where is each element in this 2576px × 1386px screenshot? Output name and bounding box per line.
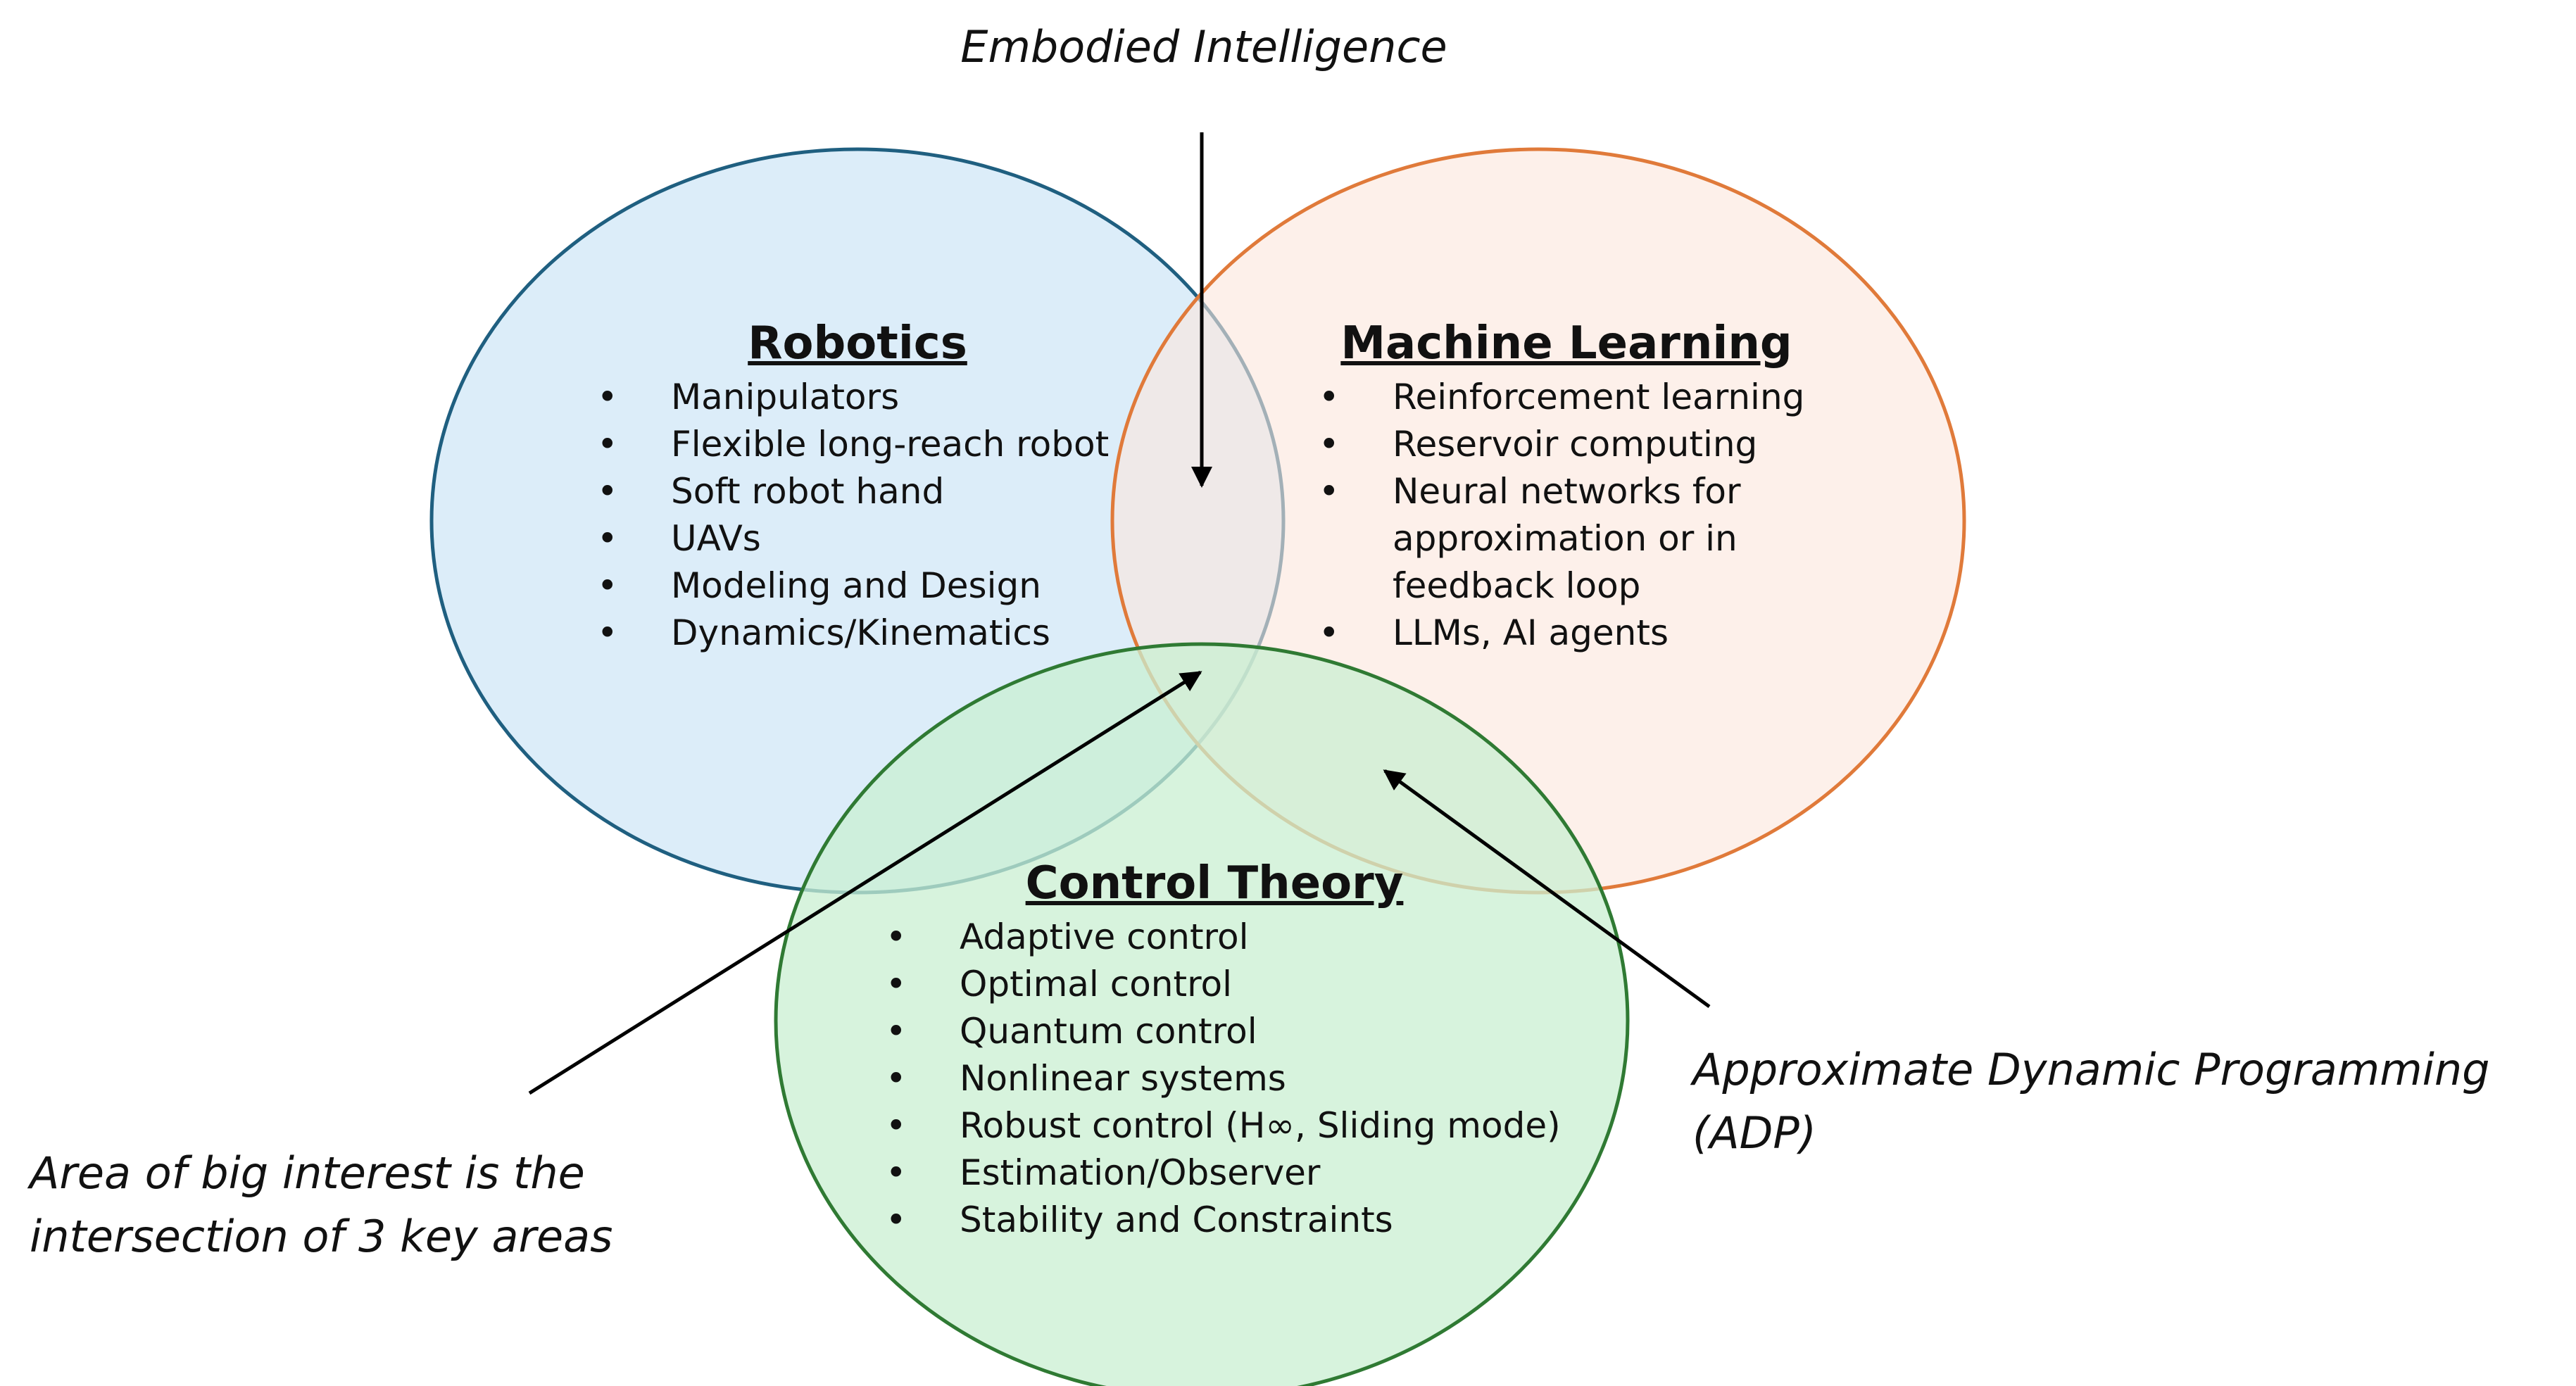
intersection-note: Area of big interest is the intersection… [30, 1147, 613, 1262]
machine-learning-item: Reinforcement learning [1319, 374, 1826, 421]
adp-arrow [1383, 769, 1711, 1009]
robotics-item: Modeling and Design [597, 562, 1160, 610]
robotics-item: Flexible long-reach robot [597, 421, 1160, 468]
machine-learning-item: Reservoir computing [1319, 421, 1826, 468]
machine-learning-item: LLMs, AI agents [1319, 610, 1826, 657]
control-theory-item: Optimal control [886, 961, 1590, 1008]
control-theory-item: Robust control (H∞, Sliding mode) [886, 1102, 1590, 1149]
control-theory-title: Control Theory [1025, 857, 1404, 909]
embodied-intelligence-label: Embodied Intelligence [960, 21, 1447, 73]
machine-learning-item: Neural networks for approximation or in … [1319, 468, 1826, 610]
control-theory-item: Stability and Constraints [886, 1197, 1590, 1244]
robotics-item: UAVs [597, 515, 1160, 562]
control-theory-item: Adaptive control [886, 914, 1590, 961]
control-theory-item: Quantum control [886, 1008, 1590, 1055]
control-theory-item-list: Adaptive controlOptimal controlQuantum c… [886, 914, 1590, 1244]
control-theory-item: Estimation/Observer [886, 1149, 1590, 1197]
intersection-arrow [528, 670, 1202, 1095]
control-theory-item: Nonlinear systems [886, 1055, 1590, 1102]
machine-learning-item-list: Reinforcement learningReservoir computin… [1319, 374, 1826, 657]
adp-note: Approximate Dynamic Programming (ADP) [1692, 1044, 2490, 1159]
machine-learning-title: Machine Learning [1340, 317, 1792, 370]
robotics-item-list: ManipulatorsFlexible long-reach robotSof… [597, 374, 1160, 657]
robotics-item: Manipulators [597, 374, 1160, 421]
robotics-item: Soft robot hand [597, 468, 1160, 515]
robotics-title: Robotics [748, 317, 967, 370]
robotics-item: Dynamics/Kinematics [597, 610, 1160, 657]
